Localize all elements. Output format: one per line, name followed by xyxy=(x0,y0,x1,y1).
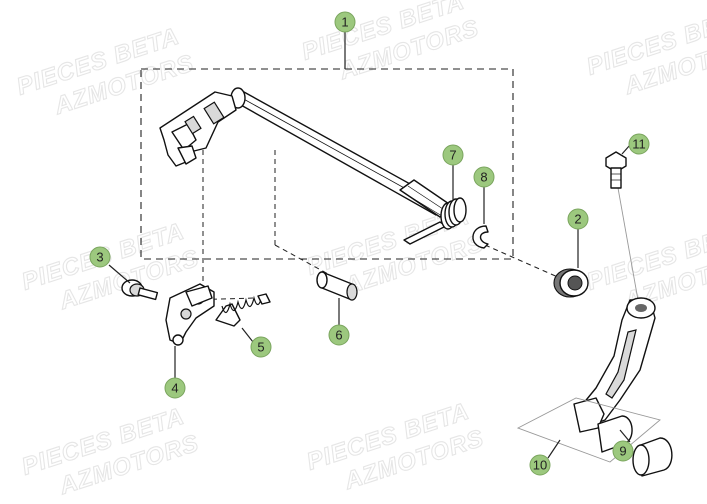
callout-6-circle xyxy=(328,324,350,346)
callout-9-circle xyxy=(612,440,634,462)
assembly-group-box xyxy=(140,68,514,260)
bolt xyxy=(605,151,627,189)
shift-shaft xyxy=(159,87,453,218)
assembly-lines xyxy=(184,150,639,301)
callout-10-circle xyxy=(529,454,551,476)
leader-lines xyxy=(108,32,631,459)
callout-10: 10 xyxy=(529,454,551,476)
callout-7-circle xyxy=(442,144,464,166)
detent-plate xyxy=(165,283,215,346)
callout-1-label: 1 xyxy=(341,15,348,30)
callout-4-circle xyxy=(164,377,186,399)
callout-4: 4 xyxy=(164,377,186,399)
callout-11: 11 xyxy=(628,133,650,155)
torsion-spring xyxy=(403,197,467,245)
circlip xyxy=(472,225,489,249)
callout-10-label: 10 xyxy=(533,458,547,473)
callout-2-circle xyxy=(567,208,589,230)
gear-lever xyxy=(516,297,661,463)
oil-seal xyxy=(553,268,589,298)
callout-6: 6 xyxy=(328,324,350,346)
callout-11-label: 11 xyxy=(632,137,646,152)
callout-7: 7 xyxy=(442,144,464,166)
callout-5-circle xyxy=(250,336,272,358)
callout-8-label: 8 xyxy=(480,170,487,185)
lever-rubber-tip xyxy=(597,415,673,477)
callout-8-circle xyxy=(473,166,495,188)
callout-1: 1 xyxy=(334,11,356,33)
callout-5: 5 xyxy=(250,336,272,358)
callout-3: 3 xyxy=(89,246,111,268)
callout-9-label: 9 xyxy=(619,444,626,459)
callout-8: 8 xyxy=(473,166,495,188)
callout-3-label: 3 xyxy=(96,250,103,265)
callout-1-circle xyxy=(334,11,356,33)
callout-2-label: 2 xyxy=(574,212,581,227)
callout-11-circle xyxy=(628,133,650,155)
return-spring xyxy=(215,293,271,327)
callout-7-label: 7 xyxy=(449,148,456,163)
callout-9: 9 xyxy=(612,440,634,462)
screw xyxy=(121,279,159,301)
callout-2: 2 xyxy=(567,208,589,230)
callout-3-circle xyxy=(89,246,111,268)
pin xyxy=(316,271,358,301)
callout-4-label: 4 xyxy=(171,381,178,396)
callout-5-label: 5 xyxy=(257,340,264,355)
callout-6-label: 6 xyxy=(335,328,342,343)
